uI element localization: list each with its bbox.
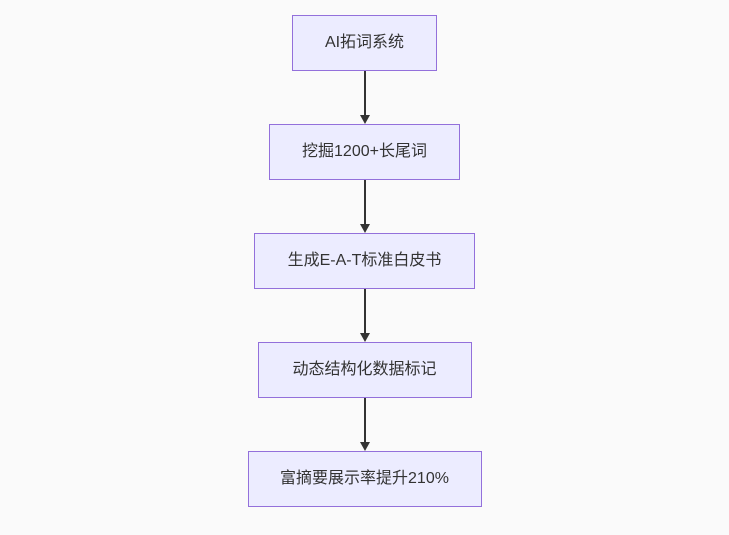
arrow-down-4 xyxy=(359,398,370,451)
flow-node-label: 动态结构化数据标记 xyxy=(292,361,437,378)
flow-node-longtail-mining: 挖掘1200+长尾词 xyxy=(269,124,460,180)
flow-node-eat-whitepaper: 生成E-A-T标准白皮书 xyxy=(254,233,475,289)
arrow-shaft xyxy=(363,180,366,224)
flow-node-ai-keyword-system: AI拓词系统 xyxy=(292,15,437,71)
arrowhead-icon xyxy=(359,333,370,342)
flow-node-label: 富摘要展示率提升210% xyxy=(280,470,449,487)
flow-node-label: 挖掘1200+长尾词 xyxy=(302,143,427,160)
arrowhead-icon xyxy=(359,442,370,451)
arrow-down-3 xyxy=(359,289,370,342)
arrow-down-2 xyxy=(359,180,370,233)
arrowhead-icon xyxy=(359,224,370,233)
arrow-down-1 xyxy=(359,71,370,124)
arrowhead-icon xyxy=(359,115,370,124)
flowchart-column: AI拓词系统 挖掘1200+长尾词 生成E-A-T标准白皮书 动态结构化数据标记 xyxy=(0,15,729,507)
arrow-shaft xyxy=(363,289,366,333)
arrow-shaft xyxy=(363,71,366,115)
flow-node-label: AI拓词系统 xyxy=(324,34,405,51)
flow-node-structured-data-markup: 动态结构化数据标记 xyxy=(257,342,472,398)
flow-node-rich-snippet-result: 富摘要展示率提升210% xyxy=(247,451,482,507)
flow-node-label: 生成E-A-T标准白皮书 xyxy=(287,252,442,269)
arrow-shaft xyxy=(363,398,366,442)
